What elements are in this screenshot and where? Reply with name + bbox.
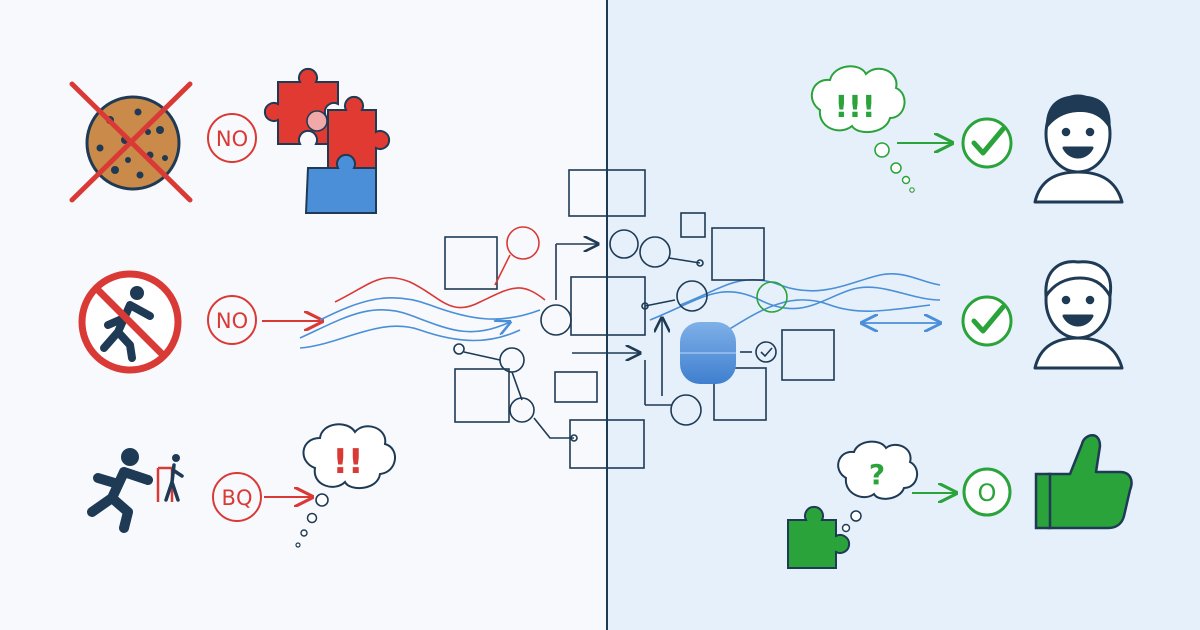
node-circle: [506, 226, 540, 260]
thought-question-text: ?: [869, 458, 885, 491]
node-circle: [676, 280, 708, 312]
no-label-badge: NO: [207, 113, 257, 163]
flow-network: [444, 169, 835, 469]
node-circle: [499, 347, 525, 373]
no-running-sign-icon: [78, 270, 182, 374]
node-box: [680, 212, 706, 238]
bq-label-text: BQ: [222, 486, 253, 510]
no-label-text-2: NO: [216, 309, 248, 333]
puzzle-pieces-icon: [263, 67, 391, 214]
puzzle-piece-icon: [787, 505, 851, 569]
node-circle: [756, 281, 788, 313]
node-box: [444, 236, 498, 290]
thumbs-up-icon: [1034, 434, 1133, 530]
exit-sign-icon: [156, 454, 184, 502]
thought-exclaim-green-text: !!!: [834, 90, 875, 125]
thought-bubble-icon-2: !!!: [810, 65, 915, 193]
node-box: [569, 419, 645, 469]
thought-exclaim-text: !!: [332, 442, 363, 482]
node-circle: [670, 394, 702, 426]
node-box: [454, 368, 510, 423]
node-circle: [639, 236, 671, 268]
no-label-badge-2: NO: [207, 295, 257, 345]
node-box: [568, 169, 646, 217]
node-box: [711, 227, 765, 281]
node-circle: [755, 341, 777, 363]
smiling-face-icon: [1033, 94, 1124, 204]
o-label-badge: O: [962, 467, 1012, 517]
smiling-face-icon-2: [1033, 260, 1124, 370]
node-box: [554, 371, 598, 403]
cross-out-icon: [69, 81, 193, 203]
check-circle-icon: [961, 117, 1013, 169]
check-circle-icon-2: [961, 295, 1013, 347]
node-circle: [540, 304, 572, 336]
bq-label-badge: BQ: [212, 472, 262, 522]
node-box: [713, 367, 767, 421]
running-person-icon: [87, 448, 153, 533]
node-box: [781, 329, 835, 381]
o-label-text: O: [978, 479, 997, 507]
thought-bubble-icon: !!: [295, 423, 396, 548]
node-circle: [609, 229, 639, 259]
node-circle: [509, 397, 535, 423]
thought-bubble-icon-3: ?: [837, 440, 919, 533]
signal-waves: [299, 273, 941, 349]
no-label-text: NO: [216, 127, 248, 151]
